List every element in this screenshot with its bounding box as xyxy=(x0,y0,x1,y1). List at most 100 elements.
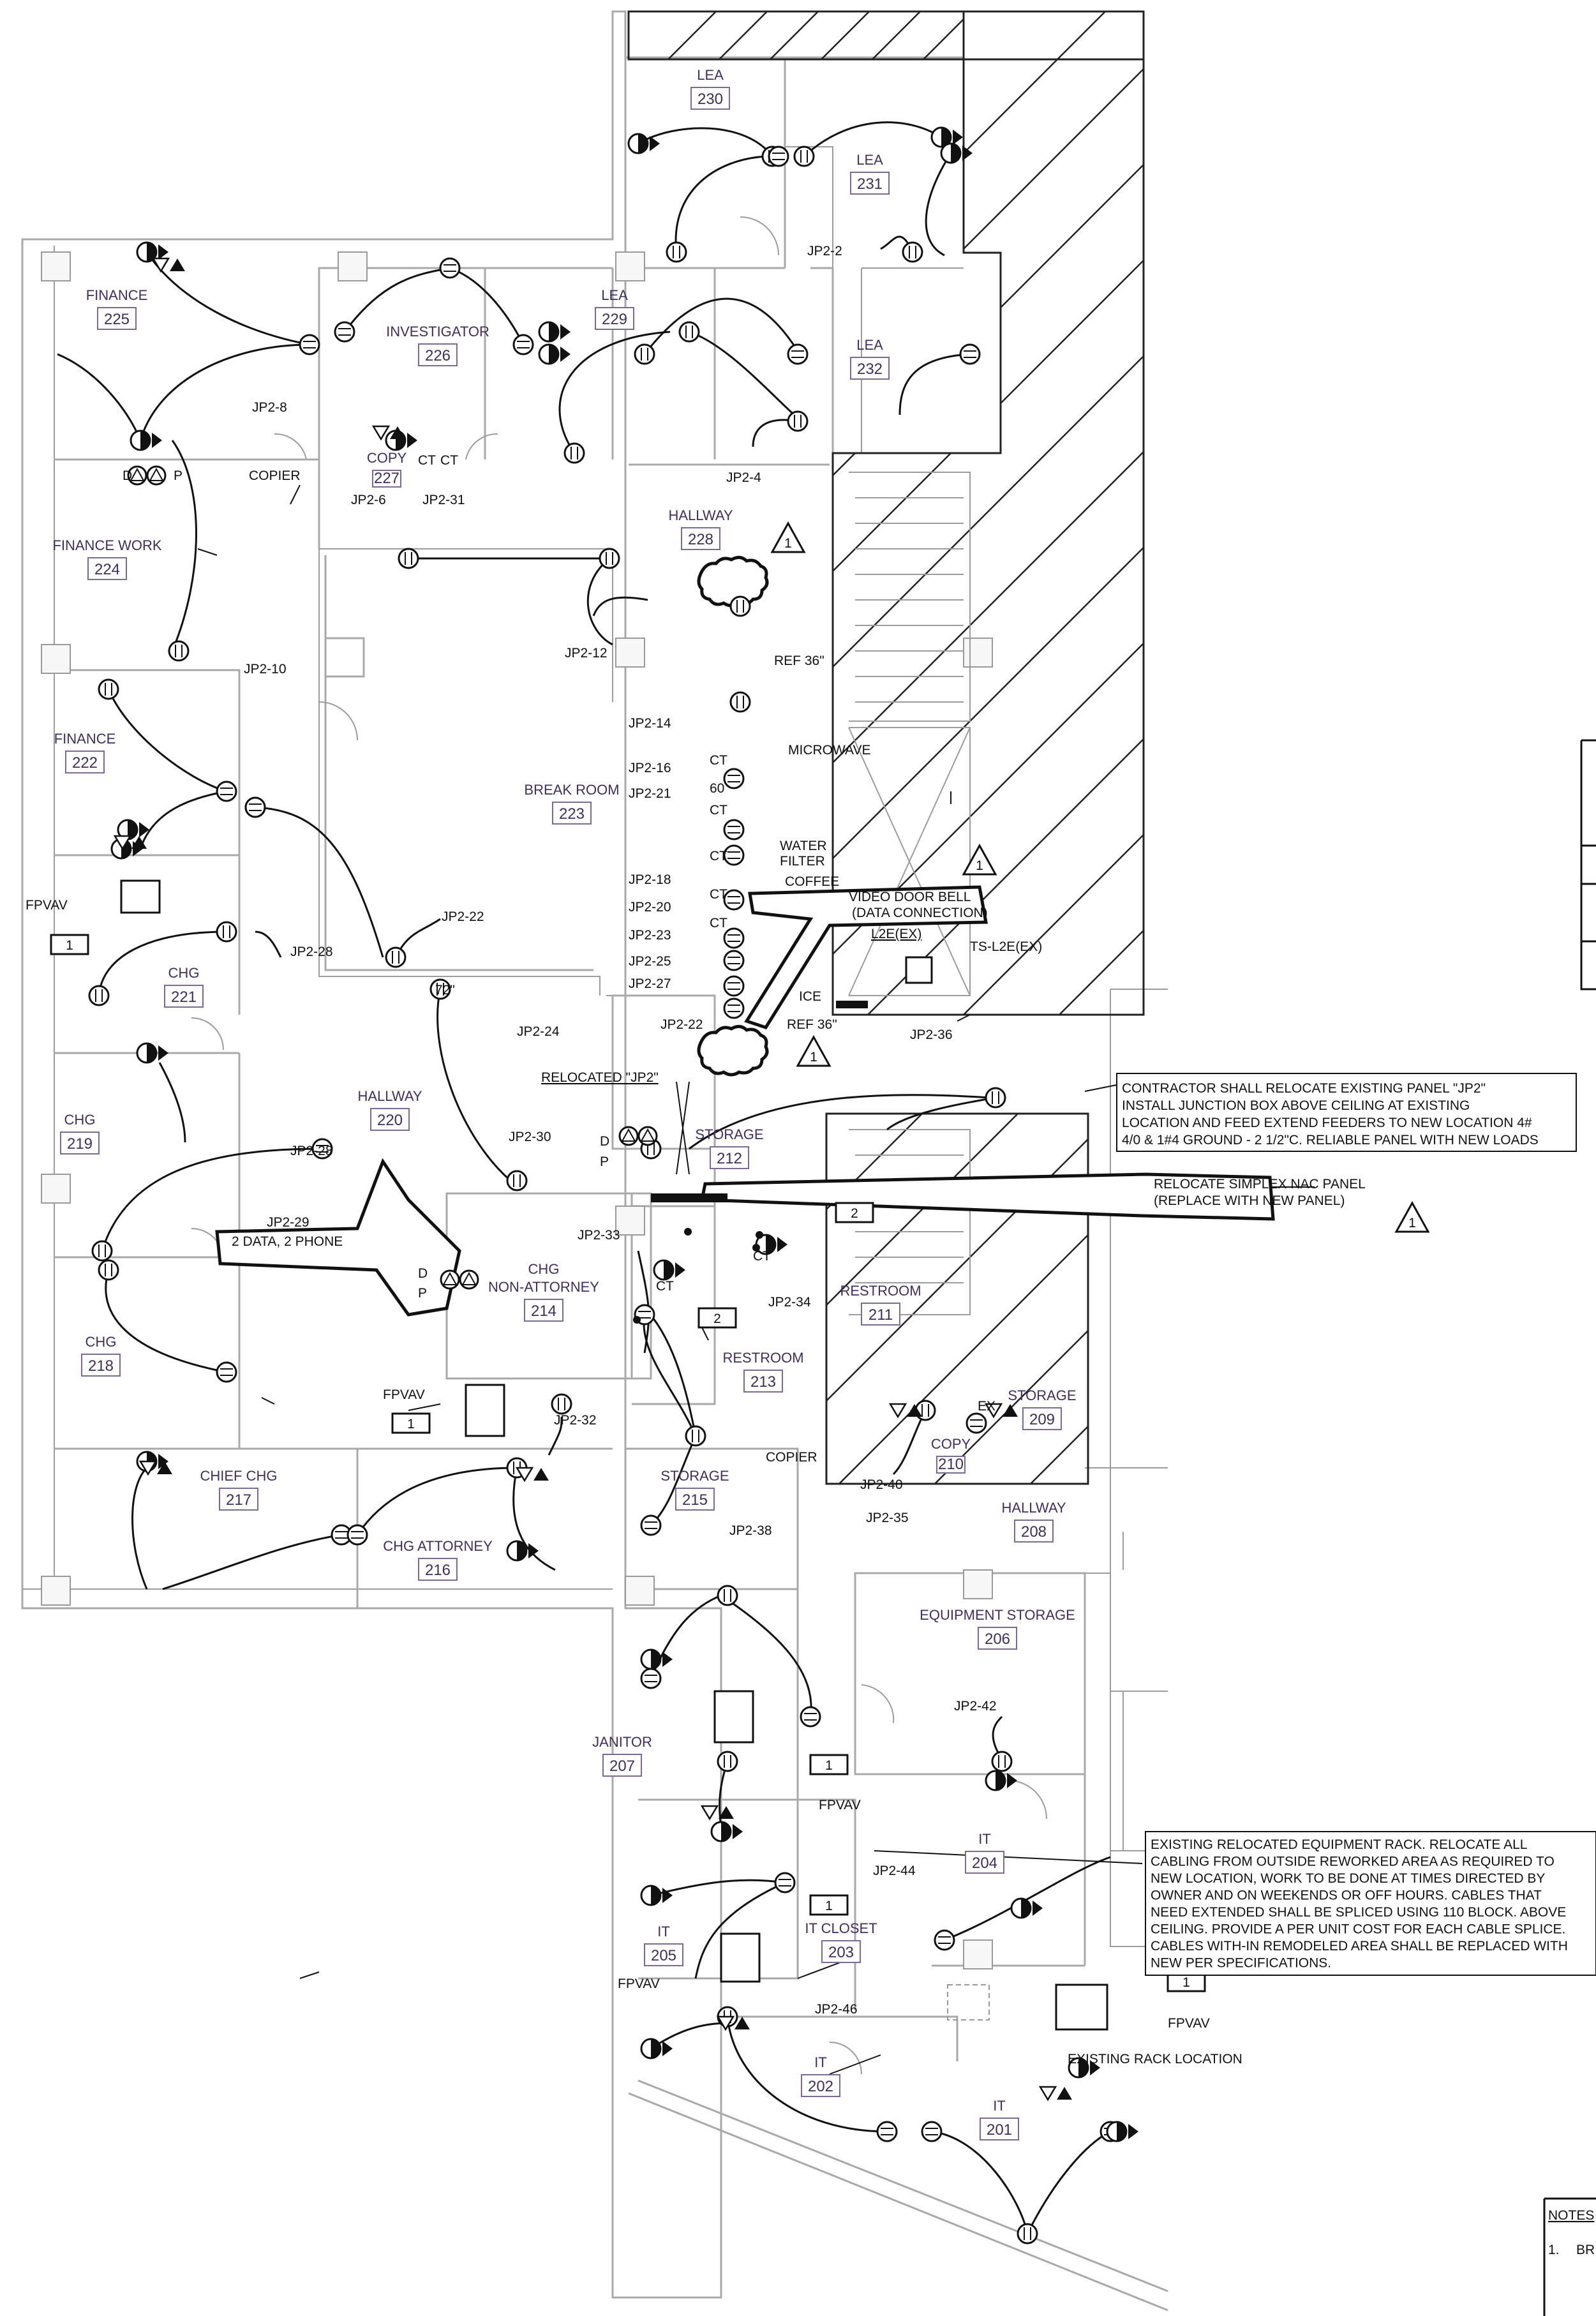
tel-data-symbol xyxy=(138,1460,172,1476)
data-outlet-symbol xyxy=(385,430,417,451)
tel-data-symbol xyxy=(984,1403,1018,1419)
room-name: CHG xyxy=(528,1261,560,1277)
label-p-1: P xyxy=(174,468,183,483)
data-outlet-symbol xyxy=(1068,2057,1100,2079)
devices xyxy=(88,126,1138,2245)
room-number-box xyxy=(743,1370,783,1393)
data-outlet-symbol xyxy=(710,1821,743,1842)
room-number: 220 xyxy=(377,1112,403,1129)
room-name: HALLWAY xyxy=(668,507,733,523)
tag-fpvav-221: 1 xyxy=(50,934,89,955)
room-number-box xyxy=(81,1354,121,1377)
junction-dot xyxy=(633,1316,641,1324)
label-relocate-simplex: RELOCATE SIMPLEX NAC PANEL xyxy=(1154,1177,1366,1192)
room-number: 210 xyxy=(938,1456,964,1473)
label-jp2-40: JP2-40 xyxy=(860,1477,903,1492)
room-number: 231 xyxy=(857,176,883,193)
label-jp2-46: JP2-46 xyxy=(815,2002,858,2017)
receptacle-symbol xyxy=(921,2121,943,2142)
room-number-box xyxy=(675,1488,715,1511)
label-coffee: COFFEE xyxy=(785,874,839,889)
note-line: NEED EXTENDED SHALL BE SPLICED USING 110… xyxy=(1151,1905,1566,1920)
data-outlet-symbol xyxy=(640,2038,673,2059)
room-number-box xyxy=(418,1558,458,1581)
receptacle-symbol xyxy=(768,146,789,167)
equipment-labels: COPIER COPIER FPVAV FPVAV FPVAV FPVAV FP… xyxy=(26,453,1366,2066)
room-name: IT xyxy=(657,1924,670,1939)
room-number: 202 xyxy=(808,2078,833,2095)
label-ct-1: CT xyxy=(710,753,727,768)
room-name: HALLWAY xyxy=(357,1088,422,1104)
label-ct-4: CT xyxy=(710,887,727,902)
room-name: EQUIPMENT STORAGE xyxy=(920,1607,1075,1623)
receptacle-symbol xyxy=(334,321,355,343)
room-name: LEA xyxy=(697,67,724,83)
label-replace-panel: (REPLACE WITH NEW PANEL) xyxy=(1154,1193,1345,1208)
label-jp2-28-b: JP2-28 xyxy=(290,1144,333,1158)
room-name: BREAK ROOM xyxy=(524,782,619,798)
receptacle-symbol xyxy=(723,950,745,971)
tel-data-symbol xyxy=(700,1805,734,1821)
data-outlet-symbol xyxy=(136,241,168,263)
room-number: 225 xyxy=(104,311,130,328)
room-name: CHIEF CHG xyxy=(200,1468,278,1484)
label-jp2-34: JP2-34 xyxy=(768,1295,811,1310)
delta-2: 1 xyxy=(962,843,997,876)
room-number: 214 xyxy=(531,1303,556,1320)
room-number-box xyxy=(1022,1407,1062,1430)
receptacle-symbol xyxy=(723,819,745,840)
label-ct-3: CT xyxy=(710,849,727,863)
label-copier-227: COPIER xyxy=(249,468,301,483)
junction-dot xyxy=(684,1228,692,1236)
notes-heading: NOTES xyxy=(1548,2208,1594,2223)
room-name: NON-ATTORNEY xyxy=(488,1279,599,1295)
room-number-box xyxy=(65,751,105,773)
room-name: CHG xyxy=(64,1112,96,1128)
room-name: INVESTIGATOR xyxy=(386,324,489,340)
label-ct-8: CT xyxy=(753,1249,771,1264)
room-name: STORAGE xyxy=(660,1468,729,1484)
note-line: NEW PER SPECIFICATIONS. xyxy=(1151,1956,1331,1971)
notes-item-number: 1. xyxy=(1548,2243,1560,2257)
data-outlet-symbol xyxy=(640,1648,673,1670)
note-line: OWNER AND ON WEEKENDS OR OFF HOURS. CABL… xyxy=(1151,1888,1542,1903)
room-number-box xyxy=(164,985,204,1008)
svg-text:2: 2 xyxy=(713,1311,721,1326)
receptacle-symbol xyxy=(793,146,815,167)
room-number: 228 xyxy=(688,531,713,548)
svg-text:1: 1 xyxy=(1408,1216,1416,1230)
svg-text:1: 1 xyxy=(66,938,73,953)
receptacle-symbol xyxy=(168,640,190,662)
room-name: STORAGE xyxy=(695,1126,763,1142)
label-60: 60 xyxy=(710,781,724,796)
label-jp2-35: JP2-35 xyxy=(866,1511,909,1525)
receptacle-symbol xyxy=(723,927,745,949)
data-outlet-symbol xyxy=(1106,2121,1138,2142)
equipment xyxy=(120,879,1108,2031)
label-jp2-30: JP2-30 xyxy=(509,1130,551,1144)
room-name: CHG xyxy=(86,1334,117,1350)
note-line: NEW LOCATION, WORK TO BE DONE AT TIMES D… xyxy=(1151,1871,1545,1886)
label-p-3: P xyxy=(418,1286,427,1301)
label-jp2-38: JP2-38 xyxy=(729,1523,772,1538)
room-name: COPY xyxy=(931,1436,971,1452)
receptacle-symbol xyxy=(98,678,119,700)
tag-2-a: 2 xyxy=(835,1202,874,1223)
receptacle-symbol xyxy=(244,796,266,818)
data-outlet-symbol xyxy=(538,321,571,343)
room-number-box xyxy=(644,1943,683,1966)
data-outlet-symbol xyxy=(130,430,162,451)
receptacle-symbol xyxy=(385,946,406,968)
cloud-break-room xyxy=(697,556,769,608)
tel-data-symbol xyxy=(716,2015,750,2031)
